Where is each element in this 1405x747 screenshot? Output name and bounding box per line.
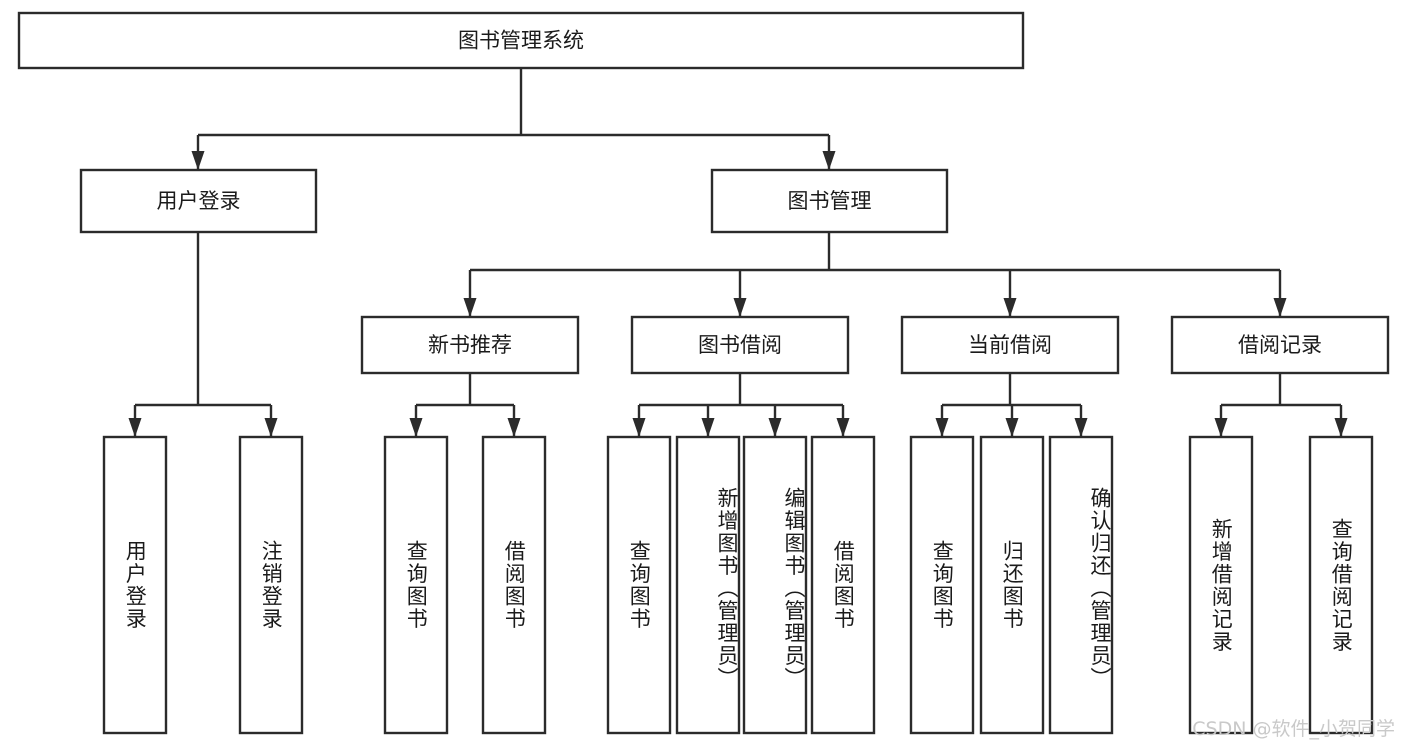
node-leaf-6-rect[interactable] bbox=[742, 435, 808, 735]
arrow-head-icon-borrow-record-0 bbox=[1214, 418, 1228, 437]
arrow-head-icon-user-login-1 bbox=[264, 418, 278, 437]
node-leaf-0-rect[interactable] bbox=[102, 435, 168, 735]
arrow-head-icon-new-book-1 bbox=[507, 418, 521, 437]
node-level2-3-label: 借阅记录 bbox=[1238, 333, 1322, 357]
node-leaf-9-rect[interactable] bbox=[979, 435, 1045, 735]
arrow-head-icon-book-borrow-1 bbox=[701, 418, 715, 437]
arrow-head-icon-book-borrow-2 bbox=[768, 418, 782, 437]
node-level2-1[interactable]: 图书借阅 bbox=[630, 315, 850, 375]
node-level2-2[interactable]: 当前借阅 bbox=[900, 315, 1120, 375]
node-level2-0[interactable]: 新书推荐 bbox=[360, 315, 580, 375]
node-leaf-7-rect[interactable] bbox=[810, 435, 876, 735]
arrow-head-icon-level1-1 bbox=[822, 151, 836, 170]
node-root-system-label: 图书管理系统 bbox=[458, 29, 584, 53]
node-leaf-4-rect[interactable] bbox=[606, 435, 672, 735]
node-leaf-5-rect[interactable] bbox=[675, 435, 741, 735]
node-leaf-3-rect[interactable] bbox=[481, 435, 547, 735]
node-leaf-12-rect[interactable] bbox=[1308, 435, 1374, 735]
arrow-head-icon-user-login-0 bbox=[128, 418, 142, 437]
arrow-head-icon-book-borrow-3 bbox=[836, 418, 850, 437]
node-root-system[interactable]: 图书管理系统 bbox=[17, 11, 1025, 70]
arrow-head-icon-level2-0 bbox=[463, 298, 477, 317]
node-leaf-11-rect[interactable] bbox=[1188, 435, 1254, 735]
node-level2-0-rect[interactable] bbox=[360, 315, 580, 375]
arrow-head-icon-level2-1 bbox=[733, 298, 747, 317]
node-level2-0-label: 新书推荐 bbox=[428, 333, 512, 357]
node-leaf-8-rect[interactable] bbox=[909, 435, 975, 735]
node-level2-2-rect[interactable] bbox=[900, 315, 1120, 375]
node-level1-1-label: 图书管理 bbox=[788, 189, 872, 213]
node-level2-1-label: 图书借阅 bbox=[698, 333, 782, 357]
node-level1-0-label: 用户登录 bbox=[157, 189, 241, 213]
arrow-head-icon-current-borrow-0 bbox=[935, 418, 949, 437]
arrow-head-icon-borrow-record-1 bbox=[1334, 418, 1348, 437]
arrow-head-icon-new-book-0 bbox=[409, 418, 423, 437]
node-level2-2-label: 当前借阅 bbox=[968, 333, 1052, 357]
arrow-head-icon-level1-0 bbox=[191, 151, 205, 170]
arrow-head-icon-level2-3 bbox=[1273, 298, 1287, 317]
node-leaf-10-rect[interactable] bbox=[1048, 435, 1114, 735]
watermark-text: CSDN @软件_小贺同学 bbox=[1192, 718, 1395, 740]
node-root-system-rect[interactable] bbox=[17, 11, 1025, 70]
arrow-head-icon-level2-2 bbox=[1003, 298, 1017, 317]
node-level1-1[interactable]: 图书管理 bbox=[710, 168, 949, 234]
node-level1-0-rect[interactable] bbox=[79, 168, 318, 234]
arrow-head-icon-book-borrow-0 bbox=[632, 418, 646, 437]
node-leaf-2-rect[interactable] bbox=[383, 435, 449, 735]
arrow-head-icon-current-borrow-2 bbox=[1074, 418, 1088, 437]
node-level1-0[interactable]: 用户登录 bbox=[79, 168, 318, 234]
node-leaf-1-rect[interactable] bbox=[238, 435, 304, 735]
node-level2-3[interactable]: 借阅记录 bbox=[1170, 315, 1390, 375]
arrow-head-icon-current-borrow-1 bbox=[1005, 418, 1019, 437]
